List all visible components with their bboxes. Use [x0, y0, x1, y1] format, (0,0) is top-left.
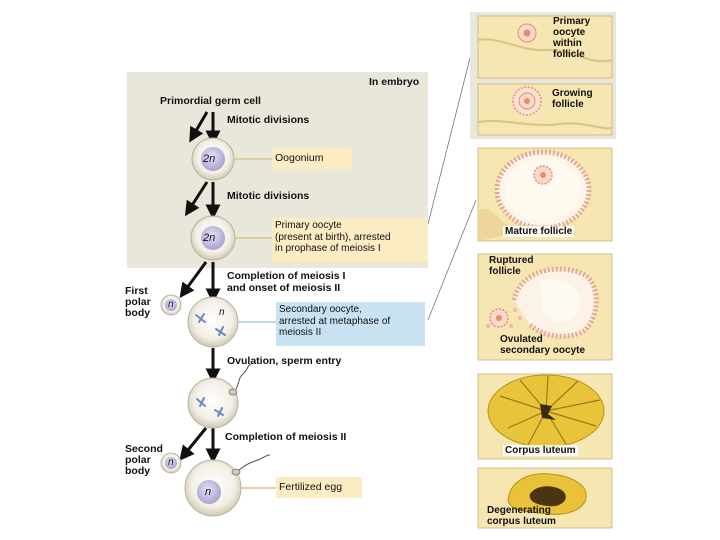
growing-follicle-label-line2: follicle [552, 99, 584, 110]
secondary-oocyte-cell [187, 296, 239, 348]
secondary-oocyte-label-line1: Secondary oocyte, [279, 304, 362, 315]
first-polar-body-label-line2: polar [125, 296, 151, 308]
connector-secondary-oocyte [427, 199, 477, 321]
primary-follicle-label-line1: Primary [553, 16, 591, 27]
panel-growing-follicle [477, 83, 613, 136]
first-polar-body [160, 294, 182, 316]
growing-follicle-label-line1: Growing [552, 88, 593, 99]
meiosis1-label-line1: Completion of meiosis I [227, 270, 346, 282]
ploidy-fertilized-egg: n [205, 486, 212, 498]
degenerating-corpus-luteum-label: Degenerating corpus luteum [487, 505, 556, 527]
ruptured-follicle-label-line1: Ruptured [489, 255, 534, 266]
ploidy-first-polar: n [168, 299, 174, 310]
corpus-luteum-label-text: Corpus luteum [503, 445, 578, 456]
ruptured-follicle-label: Ruptured follicle [489, 255, 533, 277]
panel-mature-follicle [477, 147, 613, 242]
degenerating-label-line2: corpus luteum [487, 516, 556, 527]
second-polar-body-label-line2: polar [125, 454, 151, 466]
first-polar-body-label-line1: First [125, 285, 148, 297]
panel-primary-follicle [477, 15, 613, 79]
mitotic-divisions-label-2: Mitotic divisions [227, 190, 310, 202]
primary-follicle-label-line3: within [553, 38, 582, 49]
ploidy-primary-oocyte: 2n [203, 232, 216, 244]
ploidy-oogonium: 2n [203, 153, 216, 165]
meiosis1-label-line2: and onset of meiosis II [227, 282, 341, 294]
growing-follicle-label: Growing follicle [552, 88, 593, 110]
primary-oocyte-label: Primary oocyte (present at birth), arres… [272, 218, 428, 262]
arrow-primary-diag [179, 261, 208, 299]
second-polar-body-label-line1: Second [125, 443, 163, 455]
oogonium-cell [191, 137, 235, 181]
ovulated-oocyte-cell [187, 363, 252, 429]
ruptured-follicle-label-line2: follicle [489, 266, 521, 277]
panel-degenerating-corpus-luteum [477, 467, 613, 529]
ovulation-label: Ovulation, sperm entry [227, 355, 342, 367]
meiosis2-label: Completion of meiosis II [225, 431, 347, 443]
second-polar-body [160, 452, 182, 474]
panel-corpus-luteum [477, 373, 613, 460]
mature-follicle-label-text: Mature follicle [503, 226, 575, 237]
mitotic-divisions-label-1: Mitotic divisions [227, 114, 310, 126]
secondary-oocyte-label: Secondary oocyte, arrested at metaphase … [276, 302, 425, 346]
ploidy-second-polar: n [168, 457, 174, 468]
fertilized-egg-label: Fertilized egg [276, 477, 362, 498]
primary-follicle-label-line4: follicle [553, 49, 585, 60]
second-polar-body-label-line3: body [125, 465, 151, 477]
primary-follicle-label-line2: oocyte [553, 27, 586, 38]
arrow-oogonium-diag [184, 181, 209, 217]
primary-oocyte-label-line3: in prophase of meiosis I [275, 243, 381, 254]
arrow-primordial-diag [189, 111, 209, 143]
panel-ruptured-follicle [477, 253, 613, 361]
primary-follicle-label: Primary oocyte within follicle [553, 16, 590, 60]
oogonium-label: Oogonium [272, 148, 352, 169]
ploidy-secondary-oocyte: n [219, 307, 225, 318]
primary-oocyte-label-line2: (present at birth), arrested [275, 231, 391, 243]
connector-primary-oocyte [427, 57, 471, 225]
ovulated-oocyte-label-line1: Ovulated [500, 334, 543, 345]
degenerating-label-line1: Degenerating [487, 505, 551, 516]
mature-follicle-label: Mature follicle [503, 226, 575, 237]
meiosis1-label: Completion of meiosis I and onset of mei… [227, 270, 345, 294]
ovulated-oocyte-label-line2: secondary oocyte [500, 345, 586, 356]
secondary-oocyte-label-line3: meiosis II [279, 327, 322, 338]
primordial-germ-cell-label: Primordial germ cell [160, 95, 261, 107]
corpus-luteum-label: Corpus luteum [503, 445, 578, 456]
first-polar-body-label-line3: body [125, 307, 151, 319]
first-polar-body-label: First polar body [125, 286, 151, 319]
ovulated-oocyte-label: Ovulated secondary oocyte [500, 334, 585, 356]
secondary-oocyte-label-line2: arrested at metaphase of [279, 315, 391, 327]
arrow-fertilization-diag [179, 427, 208, 461]
second-polar-body-label: Second polar body [125, 444, 163, 477]
fertilized-egg-cell [184, 454, 271, 517]
primary-oocyte-label-line1: Primary oocyte [275, 220, 342, 231]
embryo-panel-title: In embryo [369, 76, 420, 88]
